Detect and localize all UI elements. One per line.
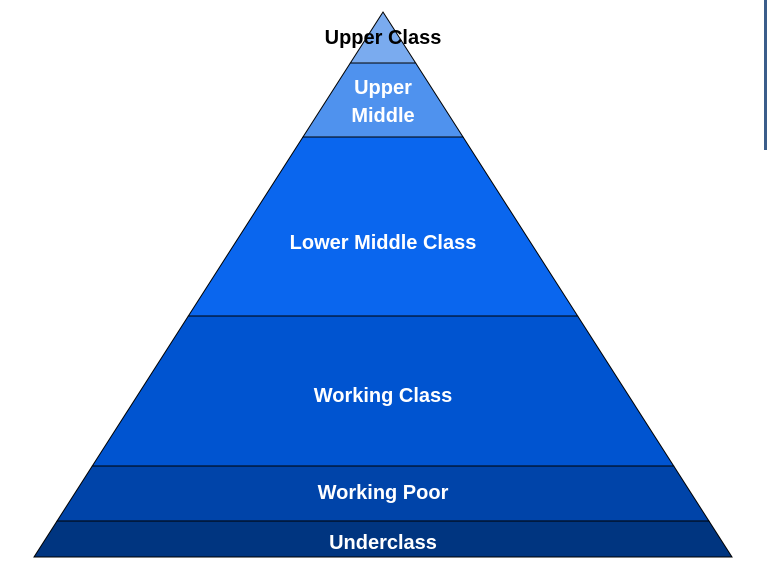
pyramid-layer-lower-middle-class: [187, 136, 579, 317]
pyramid-label-working-class: Working Class: [314, 385, 453, 407]
pyramid-label-upper-middle-line-2: Middle: [351, 105, 414, 127]
pyramid-label-lower-middle-class: Lower Middle Class: [290, 232, 477, 254]
pyramid-label-working-poor: Working Poor: [318, 482, 449, 504]
pyramid-label-upper-class: Upper Class: [325, 27, 442, 49]
window-edge-line: [764, 0, 767, 150]
pyramid-layer-underclass: [33, 520, 733, 558]
pyramid-label-underclass: Underclass: [329, 532, 437, 554]
pyramid-label-upper-middle-line-1: Upper: [354, 77, 412, 99]
